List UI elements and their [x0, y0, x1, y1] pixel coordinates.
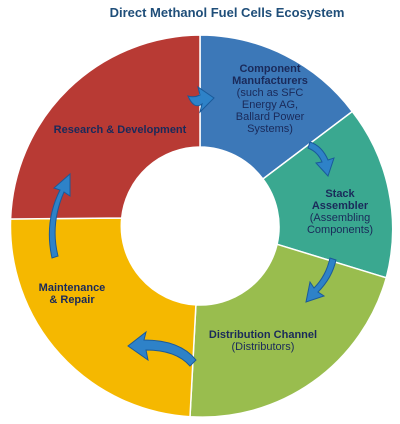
flow-arrow-research-to-component [187, 85, 215, 114]
segment-heading-line: Assembler [312, 200, 369, 212]
segment-stack-assembler [261, 110, 394, 279]
segment-detail-line: Ballard Power [236, 111, 305, 123]
segment-maintenance-repair [9, 217, 197, 418]
segment-detail-line: Energy AG, [242, 99, 298, 111]
segment-heading-line: Stack [325, 188, 355, 200]
segment-heading-line: Maintenance [39, 282, 106, 294]
segment-heading-line: & Repair [49, 294, 95, 306]
segment-heading-line: Component [239, 63, 300, 75]
segment-heading-line: Manufacturers [232, 75, 308, 87]
segment-research-development [9, 34, 201, 220]
segment-detail-line: (such as SFC [237, 87, 304, 99]
diagram-title: Direct Methanol Fuel Cells Ecosystem [110, 5, 345, 20]
segment-heading-line: Distribution Channel [209, 329, 317, 341]
segment-distribution-channel [189, 243, 388, 418]
flow-arrow-distribution-to-maintenance [127, 330, 197, 367]
segment-heading-line: Research & Development [54, 124, 187, 136]
segment-detail-line: (Distributors) [232, 341, 295, 353]
segment-detail-line: Components) [307, 224, 373, 236]
flow-arrow-maintenance-to-research [48, 172, 71, 259]
label-research-development: Research & Development [54, 124, 187, 136]
label-maintenance-repair: Maintenance& Repair [39, 282, 106, 306]
flow-arrow-stack-to-distribution [305, 257, 337, 303]
segment-detail-line: Systems) [247, 123, 293, 135]
flow-arrow-component-to-stack [307, 141, 335, 177]
segment-component-manufacturers [199, 34, 354, 181]
segment-detail-line: (Assembling [310, 212, 371, 224]
label-distribution-channel: Distribution Channel(Distributors) [209, 329, 317, 353]
